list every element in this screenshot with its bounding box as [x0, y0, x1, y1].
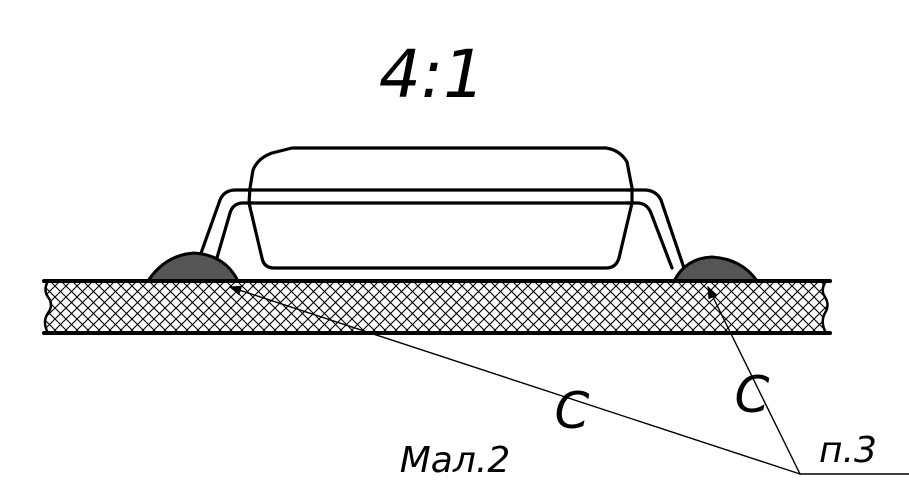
right-lead [625, 188, 686, 270]
left-lead [198, 188, 255, 270]
solder-mark-right: C [735, 366, 770, 424]
solder-mark-left: C [555, 382, 590, 440]
component-body [247, 146, 634, 270]
scale-label: 4:1 [379, 36, 485, 113]
pcb-section [42, 279, 832, 335]
right-solder-joint [671, 255, 760, 283]
left-solder-joint [145, 251, 241, 283]
leader-label: п.3 [819, 430, 877, 471]
figure-label: Мал.2 [400, 440, 510, 481]
leader-lines [228, 285, 909, 475]
